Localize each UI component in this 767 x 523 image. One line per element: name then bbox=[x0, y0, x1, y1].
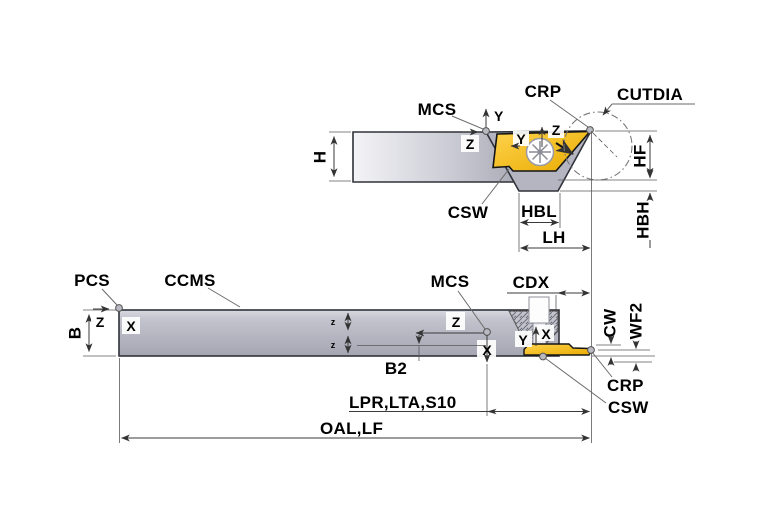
centerline bbox=[592, 132, 618, 158]
mcs-plan-origin-dot bbox=[483, 328, 491, 336]
dim-hf-label: HF bbox=[631, 144, 650, 167]
crp-plan-label: CRP bbox=[607, 376, 644, 395]
half-tick-lower: z bbox=[331, 340, 336, 350]
pcs-z-label: Z bbox=[96, 314, 105, 330]
dim-lpr-label: LPR,LTA,S10 bbox=[349, 393, 457, 412]
dim-cw-label: CW bbox=[601, 308, 620, 338]
crp-plan-dot bbox=[587, 346, 595, 354]
ccms-label: CCMS bbox=[164, 271, 215, 290]
side-view: H HF HBH HBL LH Y Z Y Z MCS bbox=[311, 82, 695, 252]
insert-y-label: Y bbox=[516, 131, 526, 147]
half-tick-upper: z bbox=[331, 317, 336, 327]
screw-star-icon bbox=[529, 141, 551, 163]
crp-label: CRP bbox=[525, 82, 562, 101]
mcs-plan-z-label: Z bbox=[452, 314, 461, 330]
insert-z-label: Z bbox=[552, 122, 561, 138]
dim-lh-label: LH bbox=[542, 228, 565, 247]
crp-dot bbox=[586, 126, 594, 134]
pcs-label: PCS bbox=[74, 271, 110, 290]
mcs-plan-label: MCS bbox=[431, 272, 470, 291]
mcs-z-label: Z bbox=[466, 136, 475, 152]
insert-plan bbox=[523, 343, 593, 356]
dim-wf2-label: WF2 bbox=[627, 303, 646, 340]
dim-cdx-label: CDX bbox=[513, 273, 550, 292]
insert-plan-x-label: X bbox=[541, 326, 551, 342]
cutdia-circle bbox=[563, 111, 633, 181]
csw-label: CSW bbox=[448, 203, 489, 222]
dim-hbl-label: HBL bbox=[521, 202, 557, 221]
csw-plan-label: CSW bbox=[608, 398, 649, 417]
insert-plan-y-label: Y bbox=[518, 332, 528, 348]
mcs-label: MCS bbox=[418, 100, 457, 119]
dim-hbh-label: HBH bbox=[634, 201, 653, 239]
dim-h-label: H bbox=[311, 151, 330, 164]
mcs-plan-x-label: X bbox=[482, 342, 492, 358]
csw-plan-dot bbox=[539, 352, 547, 361]
mcs-y-label: Y bbox=[494, 108, 504, 124]
dim-b-label: B bbox=[66, 327, 85, 340]
pcs-dot bbox=[115, 304, 123, 312]
clamp-screw bbox=[528, 296, 550, 324]
plan-view: B PCS Z X CCMS z z MCS Z X B2 CDX bbox=[66, 131, 655, 443]
dim-oal-label: OAL,LF bbox=[320, 419, 383, 438]
mcs-origin-dot bbox=[482, 127, 490, 135]
pcs-x-label: X bbox=[126, 318, 136, 334]
dim-b2-label: B2 bbox=[385, 359, 407, 378]
cutdia-label: CUTDIA bbox=[617, 85, 683, 104]
